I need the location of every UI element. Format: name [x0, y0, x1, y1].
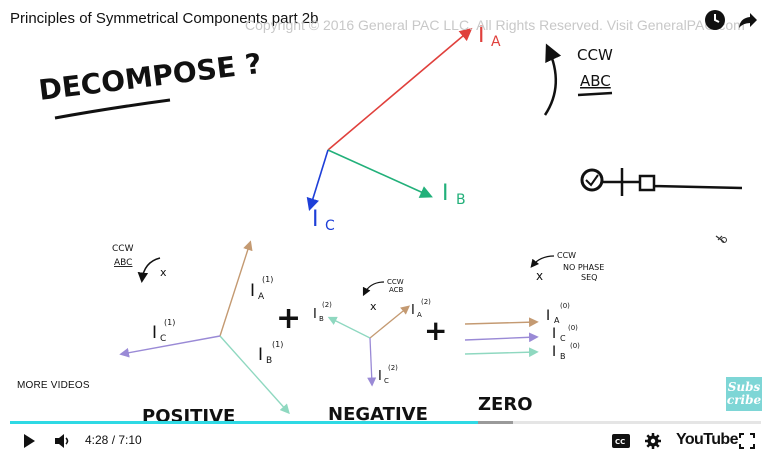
- time-current: 4:28: [85, 433, 109, 447]
- pos-ib-label: I: [258, 345, 263, 365]
- zero-ia-sup: (0): [560, 302, 570, 310]
- time-separator: /: [108, 433, 119, 447]
- phasor-ib: [327, 149, 433, 198]
- breaker-line: [602, 168, 743, 196]
- gear-icon[interactable]: [642, 428, 664, 454]
- neg-ib-sup: (2): [322, 301, 332, 309]
- zero-ic-sup: (0): [568, 324, 578, 332]
- neg-ib-sub: B: [319, 315, 324, 323]
- zero-phasor-c: [464, 332, 539, 343]
- pos-phasor-c: [119, 335, 221, 358]
- zero-ib-label: I: [552, 344, 556, 360]
- copyright-watermark: Copyright © 2016 General PAC LLC. All Ri…: [245, 17, 745, 33]
- svg-text:CC: CC: [615, 438, 625, 446]
- share-arrow-icon[interactable]: [736, 8, 760, 32]
- zero-ccw-arrow: [530, 255, 555, 268]
- progress-played: [10, 421, 478, 424]
- subscribe-label-line1: Subs: [727, 380, 761, 394]
- neg-ia-label: I: [411, 303, 415, 318]
- neg-acb-label: ACB: [389, 286, 404, 294]
- time-display: 4:28 / 7:10: [85, 433, 142, 447]
- pos-ccw-label: CCW: [112, 244, 134, 254]
- control-bar: 4:28 / 7:10 CC YouTube: [0, 428, 771, 455]
- pos-phasor-a: [219, 240, 253, 337]
- neg-ic-sub: C: [384, 377, 389, 385]
- breaker-circle: [580, 168, 604, 192]
- play-icon[interactable]: [18, 428, 40, 454]
- pos-ic-sup: (1): [164, 318, 175, 327]
- neg-phasor-b: [327, 316, 371, 339]
- zero-ia-label: I: [546, 308, 550, 324]
- zero-phasor-a: [464, 317, 539, 328]
- ic-sub: C: [325, 218, 335, 234]
- youtube-logo[interactable]: YouTube: [676, 431, 738, 448]
- pos-x-mark: x: [160, 266, 167, 279]
- phasor-ic: [306, 149, 329, 212]
- zero-seq-label: SEQ: [581, 273, 597, 282]
- neg-phasor-c: [367, 337, 377, 387]
- clock-icon[interactable]: [703, 8, 727, 32]
- neg-ic-sup: (2): [388, 364, 398, 372]
- subscribe-label-line2: cribe: [726, 393, 762, 407]
- pos-ia-sup: (1): [262, 275, 273, 284]
- zero-ib-sup: (0): [570, 342, 580, 350]
- ib-sub: B: [456, 192, 466, 208]
- zero-title: ZERO: [478, 394, 533, 415]
- zero-x-mark: x: [536, 269, 543, 283]
- zero-ic-sub: C: [560, 334, 566, 343]
- plus-sign-2: +: [424, 314, 447, 347]
- ccw-top-label: CCW: [577, 46, 613, 64]
- pos-ia-sub: A: [258, 292, 265, 302]
- zero-phasor-b: [464, 347, 539, 358]
- ia-label: I: [478, 23, 485, 48]
- pos-ib-sub: B: [266, 356, 272, 366]
- pos-ccw-arrow: [137, 257, 161, 283]
- neg-ic-label: I: [378, 369, 382, 384]
- ib-label: I: [442, 181, 449, 206]
- pos-ic-label: I: [152, 323, 157, 343]
- closed-captions-icon[interactable]: CC: [610, 428, 632, 454]
- pos-ib-sup: (1): [272, 340, 283, 349]
- decompose-underline: [54, 98, 171, 120]
- phasor-ia: [327, 27, 473, 151]
- pencil-scribble-icon: [715, 235, 727, 243]
- pos-phasor-b: [219, 335, 290, 415]
- fullscreen-icon[interactable]: [736, 428, 758, 454]
- decompose-label: DECOMPOSE ?: [37, 47, 264, 107]
- neg-ia-sup: (2): [421, 298, 431, 306]
- time-total: 7:10: [118, 433, 142, 447]
- abc-underline: [577, 91, 613, 97]
- abc-top-label: ABC: [580, 72, 611, 90]
- ic-label: I: [312, 207, 319, 232]
- volume-icon[interactable]: [52, 428, 74, 454]
- more-videos-button[interactable]: MORE VIDEOS: [17, 380, 90, 391]
- video-title[interactable]: Principles of Symmetrical Components par…: [10, 10, 319, 27]
- negative-title: NEGATIVE: [328, 404, 428, 425]
- neg-ccw-arrow: [362, 281, 385, 297]
- pos-ia-label: I: [250, 281, 255, 301]
- ccw-arrow-top: [543, 43, 562, 116]
- plus-sign-1: +: [276, 301, 301, 336]
- neg-ia-sub: A: [417, 311, 422, 319]
- progress-bar[interactable]: [10, 421, 761, 424]
- zero-ib-sub: B: [560, 352, 566, 361]
- zero-no-phase-label: NO PHASE: [563, 263, 604, 272]
- neg-phasor-a: [369, 305, 411, 339]
- zero-ic-label: I: [552, 326, 556, 342]
- zero-ccw-label: CCW: [557, 251, 576, 260]
- pos-abc-label: ABC: [114, 258, 132, 268]
- zero-ia-sub: A: [554, 316, 560, 325]
- ia-sub: A: [491, 34, 501, 50]
- neg-ccw-label: CCW: [387, 278, 404, 286]
- pos-ic-sub: C: [160, 334, 166, 344]
- neg-x-mark: x: [370, 300, 377, 313]
- neg-ib-label: I: [313, 307, 317, 322]
- subscribe-button[interactable]: Subs cribe: [726, 377, 762, 411]
